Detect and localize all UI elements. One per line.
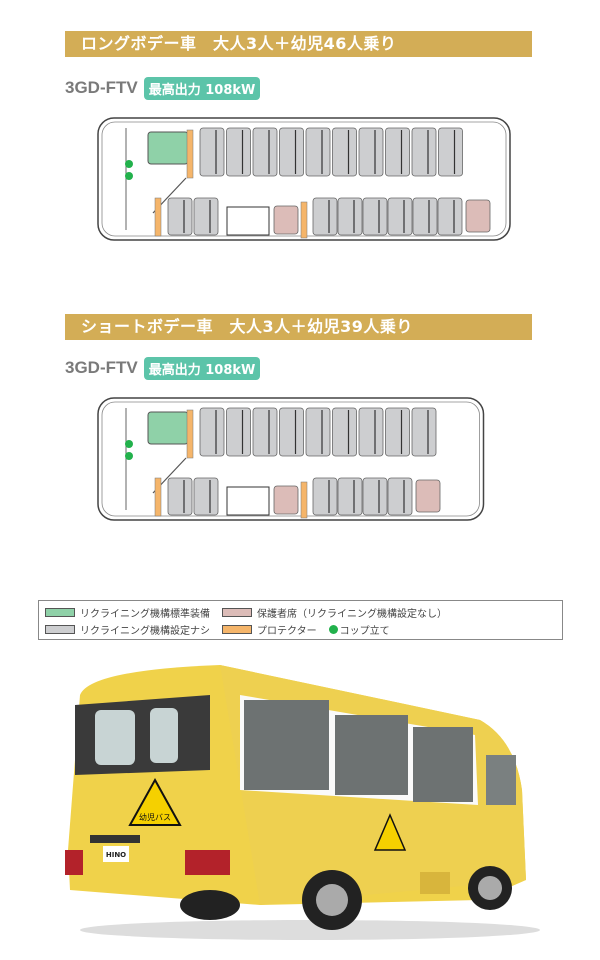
guardian-seat <box>273 205 299 235</box>
driver-seat <box>147 411 189 445</box>
seat <box>438 127 463 177</box>
seat <box>167 477 193 516</box>
seat <box>412 197 438 236</box>
power-badge: 最高出力 108kW <box>143 76 261 100</box>
seat <box>305 407 331 457</box>
cup-holder-icon <box>125 452 133 460</box>
legend-reclining-none: リクライニング機構設定ナシ <box>80 626 210 637</box>
seat <box>252 127 278 177</box>
guardian-seat <box>465 199 491 233</box>
legend: リクライニング機構標準装備 保護者席（リクライニング機構設定なし） リクライニン… <box>38 600 563 640</box>
seat <box>279 127 304 177</box>
protector <box>154 197 162 237</box>
cup-holder-icon <box>328 625 338 634</box>
seat <box>362 477 388 516</box>
green-swatch <box>45 608 75 617</box>
seat <box>411 127 437 177</box>
seat <box>387 197 413 236</box>
guardian-seat <box>273 485 299 515</box>
power-badge: 最高出力 108kW <box>143 356 261 380</box>
section-title-short: ショートボデー車 大人3人＋幼児39人乗り <box>65 314 532 340</box>
gray-swatch <box>45 625 75 634</box>
door-step <box>226 206 270 236</box>
guardian-seat <box>415 479 441 513</box>
protector <box>186 129 194 179</box>
cup-holder-icon <box>125 160 133 168</box>
model-code: 3GD-FTV <box>65 78 138 97</box>
driver-seat <box>147 131 189 165</box>
model-line-short: 3GD-FTV 最高出力 108kW <box>65 356 261 380</box>
seat <box>332 407 357 457</box>
legend-protector: プロテクター <box>257 626 317 637</box>
seat <box>226 407 251 457</box>
protector <box>300 201 308 239</box>
legend-reclining-standard: リクライニング機構標準装備 <box>80 609 210 620</box>
seat <box>193 477 219 516</box>
protector <box>186 409 194 459</box>
seat <box>199 127 225 177</box>
rear-sign-text: 幼児バス <box>139 812 171 822</box>
section-title-long: ロングボデー車 大人3人＋幼児46人乗り <box>65 31 532 57</box>
door-step <box>226 486 270 516</box>
legend-guardian-seat: 保護者席（リクライニング機構設定なし） <box>257 609 447 620</box>
seat <box>385 127 410 177</box>
seat <box>252 407 278 457</box>
seat <box>358 407 384 457</box>
bus-inner-outline <box>101 401 480 517</box>
model-line-long: 3GD-FTV 最高出力 108kW <box>65 76 261 100</box>
seat <box>305 127 331 177</box>
seat <box>312 197 338 236</box>
seat <box>385 407 410 457</box>
seat <box>437 197 463 236</box>
cup-holder-icon <box>125 440 133 448</box>
bus-photo: 幼児バス HINO <box>65 665 540 940</box>
protector <box>154 477 162 517</box>
seat <box>358 127 384 177</box>
seat <box>279 407 304 457</box>
rear-plate: HINO <box>106 851 126 859</box>
seat <box>337 197 363 236</box>
seat <box>337 477 363 516</box>
protector <box>300 481 308 519</box>
legend-cup-holder: コップ立て <box>339 626 390 637</box>
seat <box>332 127 357 177</box>
seat <box>312 477 338 516</box>
seat <box>199 407 225 457</box>
seat <box>167 197 193 236</box>
seat <box>387 477 413 516</box>
orange-swatch <box>222 625 252 634</box>
seat-layout-short <box>97 397 485 521</box>
pink-swatch <box>222 608 252 617</box>
seat <box>226 127 251 177</box>
seat <box>362 197 388 236</box>
cup-holder-icon <box>125 172 133 180</box>
model-code: 3GD-FTV <box>65 358 138 377</box>
seat <box>411 407 437 457</box>
seat-layout-long <box>97 117 511 241</box>
seat <box>193 197 219 236</box>
